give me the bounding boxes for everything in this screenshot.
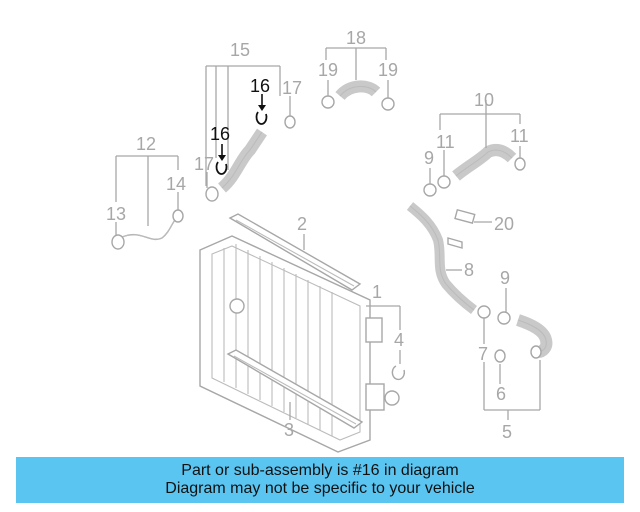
callout-16-upper: 16 xyxy=(250,76,270,96)
callout-17-right: 17 xyxy=(282,78,302,98)
callout-7: 7 xyxy=(478,344,488,364)
callout-12: 12 xyxy=(136,134,156,154)
callout-6: 6 xyxy=(496,384,506,404)
hose-part-5 xyxy=(494,311,553,363)
callout-14: 14 xyxy=(166,174,186,194)
clamp-part-4 xyxy=(391,365,406,381)
callout-19-left: 19 xyxy=(318,60,338,80)
upper-seal-strip xyxy=(228,213,362,291)
callout-5: 5 xyxy=(502,422,512,442)
intercooler xyxy=(199,235,400,453)
arrow-16-lower xyxy=(218,155,226,161)
clamp-part-16-upper xyxy=(255,111,268,125)
banner-line-2: Diagram may not be specific to your vehi… xyxy=(165,480,475,497)
callout-15: 15 xyxy=(230,40,250,60)
clamp-part-16-lower xyxy=(215,161,228,175)
info-banner: Part or sub-assembly is #16 in diagram D… xyxy=(16,457,624,503)
exploded-parts-diagram: 1 2 3 4 5 6 7 8 9 9 10 11 11 12 13 14 15… xyxy=(106,28,553,453)
callout-3: 3 xyxy=(284,420,294,440)
hose-part-10 xyxy=(423,144,526,197)
callout-9-upper: 9 xyxy=(424,148,434,168)
callout-13: 13 xyxy=(106,204,126,224)
lower-seal-strip xyxy=(226,349,364,429)
hose-part-15 xyxy=(205,115,296,202)
arrow-16-upper xyxy=(258,105,266,111)
banner-line-1: Part or sub-assembly is #16 in diagram xyxy=(181,462,459,479)
callout-19-right: 19 xyxy=(378,60,398,80)
callout-18: 18 xyxy=(346,28,366,48)
hose-part-18 xyxy=(321,80,395,111)
sensor-part-20 xyxy=(454,208,476,225)
hose-part-12 xyxy=(111,209,184,250)
callout-labels: 1 2 3 4 5 6 7 8 9 9 10 11 11 12 13 14 15… xyxy=(106,28,529,442)
callout-11-left: 11 xyxy=(436,132,455,152)
callout-10: 10 xyxy=(474,90,494,110)
callout-17-left: 17 xyxy=(194,154,214,174)
leader-lines xyxy=(115,47,541,420)
pipe-part-8 xyxy=(406,202,491,319)
callout-2: 2 xyxy=(297,214,307,234)
callout-16-lower: 16 xyxy=(210,124,230,144)
callout-8: 8 xyxy=(464,260,474,280)
callout-20: 20 xyxy=(494,214,514,234)
callout-11-right: 11 xyxy=(510,126,529,146)
callout-9-lower: 9 xyxy=(500,268,510,288)
callout-1: 1 xyxy=(372,282,382,302)
callout-4: 4 xyxy=(394,330,404,350)
